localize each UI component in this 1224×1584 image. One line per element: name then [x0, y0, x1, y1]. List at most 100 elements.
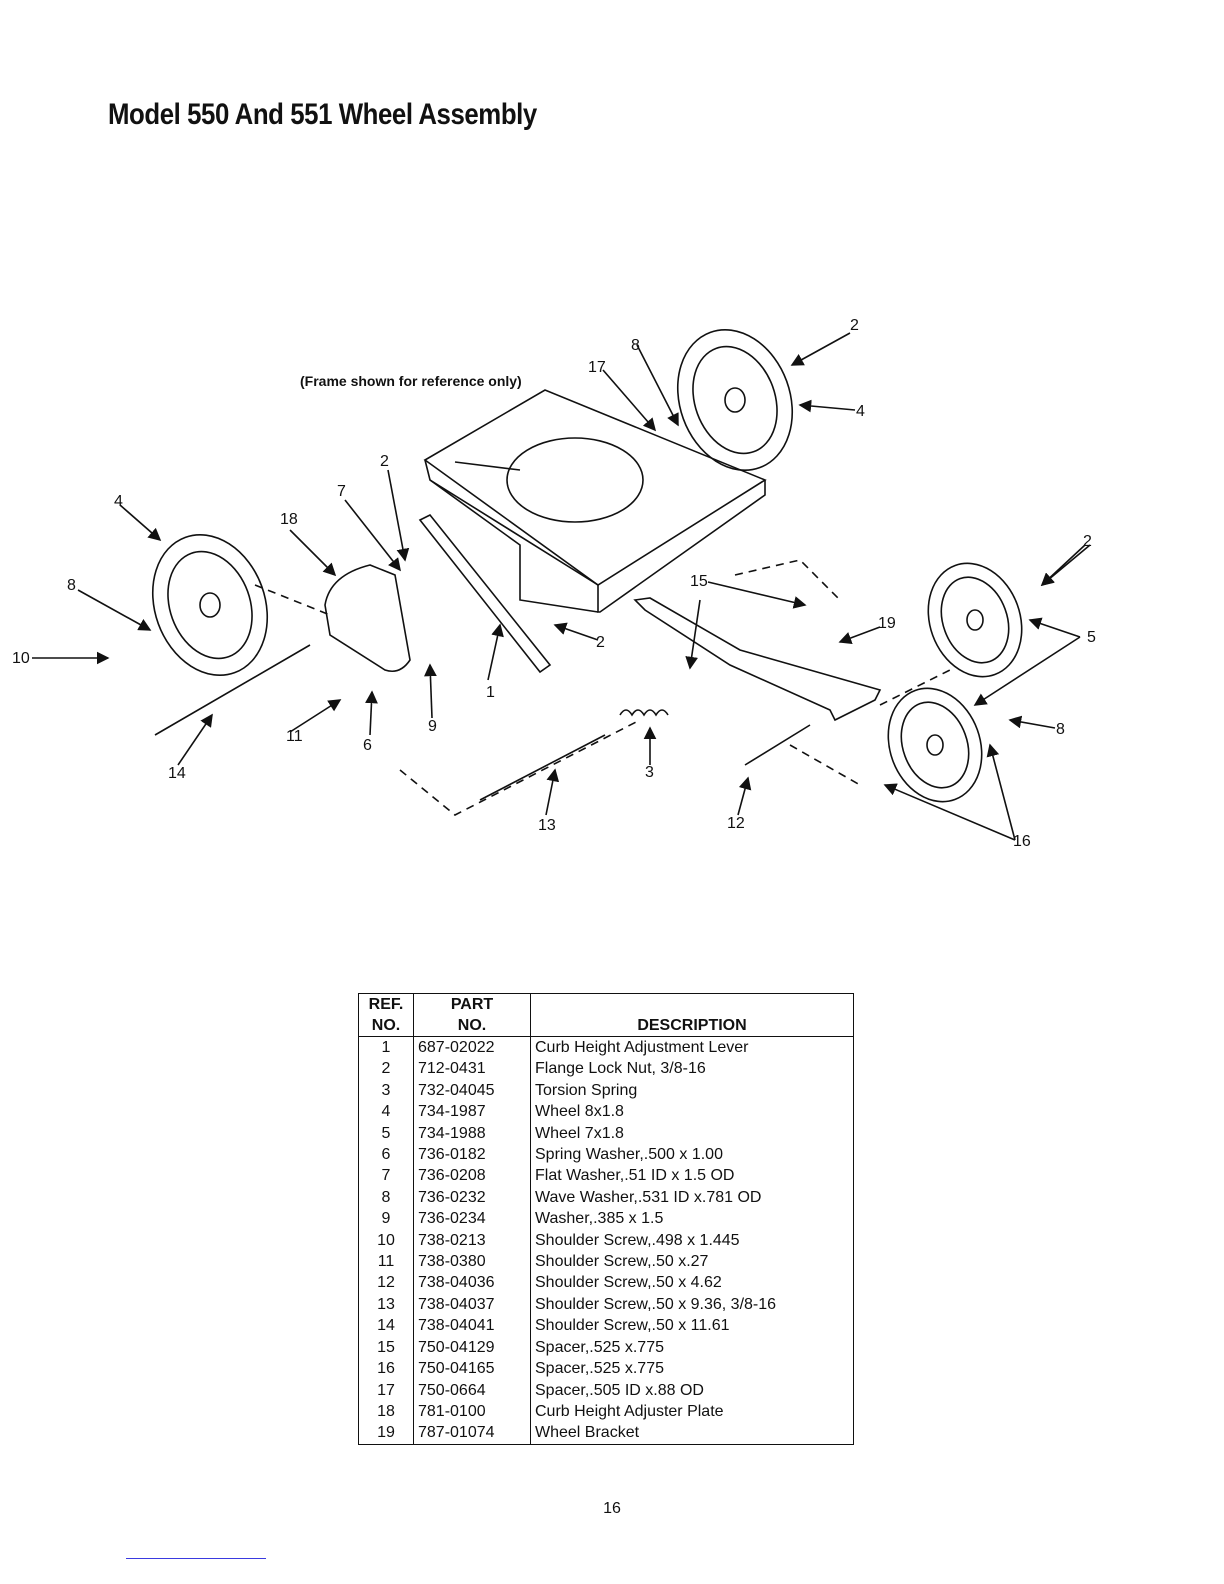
ref-cell: 13 — [358, 1293, 414, 1316]
description-cell: Curb Height Adjuster Plate — [530, 1400, 854, 1423]
callout-1: 1 — [486, 684, 495, 701]
callout-5: 5 — [1087, 629, 1096, 646]
description-cell: Wave Washer,.531 ID x.781 OD — [530, 1186, 854, 1209]
ref-cell: 9 — [358, 1208, 414, 1230]
description-cell: Spring Washer,.500 x 1.00 — [530, 1144, 854, 1166]
callout-12: 12 — [727, 815, 745, 832]
callout-17: 17 — [588, 359, 606, 376]
spring-drawing — [619, 709, 669, 717]
exploded-parts-diagram: (Frame shown for reference only) 1 2 2 2… — [12, 317, 1096, 850]
callout-4a: 4 — [114, 493, 123, 510]
ref-cell: 7 — [358, 1165, 414, 1187]
callout-13: 13 — [538, 817, 556, 834]
description-cell: Shoulder Screw,.50 x.27 — [530, 1251, 854, 1273]
part-number-cell: 738-04037 — [413, 1293, 531, 1316]
callout-labels: (Frame shown for reference only) 1 2 2 2… — [12, 317, 1096, 850]
callout-18: 18 — [280, 511, 298, 528]
ref-cell: 19 — [358, 1422, 414, 1445]
ref-cell: 4 — [358, 1101, 414, 1123]
frame-note: (Frame shown for reference only) — [300, 373, 522, 389]
part-number-cell: 738-0380 — [413, 1251, 531, 1273]
ref-cell: 15 — [358, 1336, 414, 1359]
ref-cell: 8 — [358, 1186, 414, 1209]
ref-cell: 14 — [358, 1315, 414, 1337]
part-number-cell: 738-04036 — [413, 1272, 531, 1294]
shaft-14-drawing — [154, 644, 311, 736]
right-lower-wheel-drawing — [887, 687, 983, 803]
alignment-dashes — [254, 559, 951, 816]
callout-14: 14 — [168, 765, 186, 782]
description-cell: Spacer,.505 ID x.88 OD — [530, 1379, 854, 1401]
part-number-cell: 736-0182 — [413, 1144, 531, 1166]
part-number-cell: 736-0232 — [413, 1186, 531, 1209]
part-number-cell: 734-1987 — [413, 1101, 531, 1123]
lever-drawing — [418, 513, 552, 674]
callout-4b: 4 — [856, 403, 865, 420]
page-number: 16 — [603, 1500, 621, 1517]
part-number-cell: 732-04045 — [413, 1079, 531, 1102]
ref-cell: 17 — [358, 1379, 414, 1401]
callout-11: 11 — [286, 728, 303, 745]
header-ref: REF.NO. — [358, 993, 414, 1037]
bracket-drawing — [633, 597, 882, 722]
callout-8b: 8 — [67, 577, 76, 594]
description-cell: Wheel Bracket — [530, 1422, 854, 1445]
part-number-cell: 750-04129 — [413, 1336, 531, 1359]
ref-cell: 10 — [358, 1229, 414, 1252]
part-number-cell: 750-0664 — [413, 1379, 531, 1401]
description-cell: Shoulder Screw,.50 x 4.62 — [530, 1272, 854, 1294]
description-cell: Wheel 7x1.8 — [530, 1122, 854, 1145]
ref-cell: 18 — [358, 1400, 414, 1423]
shaft-12-drawing — [744, 724, 811, 766]
callout-2a: 2 — [850, 317, 859, 334]
page-title: Model 550 And 551 Wheel Assembly — [108, 98, 537, 131]
description-cell: Torsion Spring — [530, 1079, 854, 1102]
callout-8a: 8 — [631, 337, 640, 354]
part-number-cell: 736-0234 — [413, 1208, 531, 1230]
description-cell: Wheel 8x1.8 — [530, 1101, 854, 1123]
callout-2d: 2 — [1083, 533, 1092, 550]
description-cell: Washer,.385 x 1.5 — [530, 1208, 854, 1230]
part-number-cell: 712-0431 — [413, 1058, 531, 1080]
callout-3: 3 — [645, 764, 654, 781]
part-number-cell: 781-0100 — [413, 1400, 531, 1423]
ref-cell: 11 — [358, 1251, 414, 1273]
ref-cell: 12 — [358, 1272, 414, 1294]
frame-drawing — [423, 389, 767, 613]
part-number-cell: 750-04165 — [413, 1358, 531, 1380]
header-description: DESCRIPTION — [530, 993, 854, 1037]
callout-7: 7 — [337, 483, 346, 500]
part-number-cell: 734-1988 — [413, 1122, 531, 1145]
ref-cell: 5 — [358, 1122, 414, 1145]
description-cell: Spacer,.525 x.775 — [530, 1358, 854, 1380]
description-cell: Spacer,.525 x.775 — [530, 1336, 854, 1359]
callout-8c: 8 — [1056, 721, 1065, 738]
callout-leaders — [32, 332, 1091, 841]
ref-cell: 16 — [358, 1358, 414, 1380]
adjuster-plate-drawing — [324, 564, 411, 673]
callout-10: 10 — [12, 650, 30, 667]
description-cell: Shoulder Screw,.50 x 9.36, 3/8-16 — [530, 1293, 854, 1316]
ref-cell: 1 — [358, 1036, 414, 1059]
callout-2c: 2 — [596, 634, 605, 651]
part-number-cell: 736-0208 — [413, 1165, 531, 1187]
callout-9: 9 — [428, 718, 437, 735]
